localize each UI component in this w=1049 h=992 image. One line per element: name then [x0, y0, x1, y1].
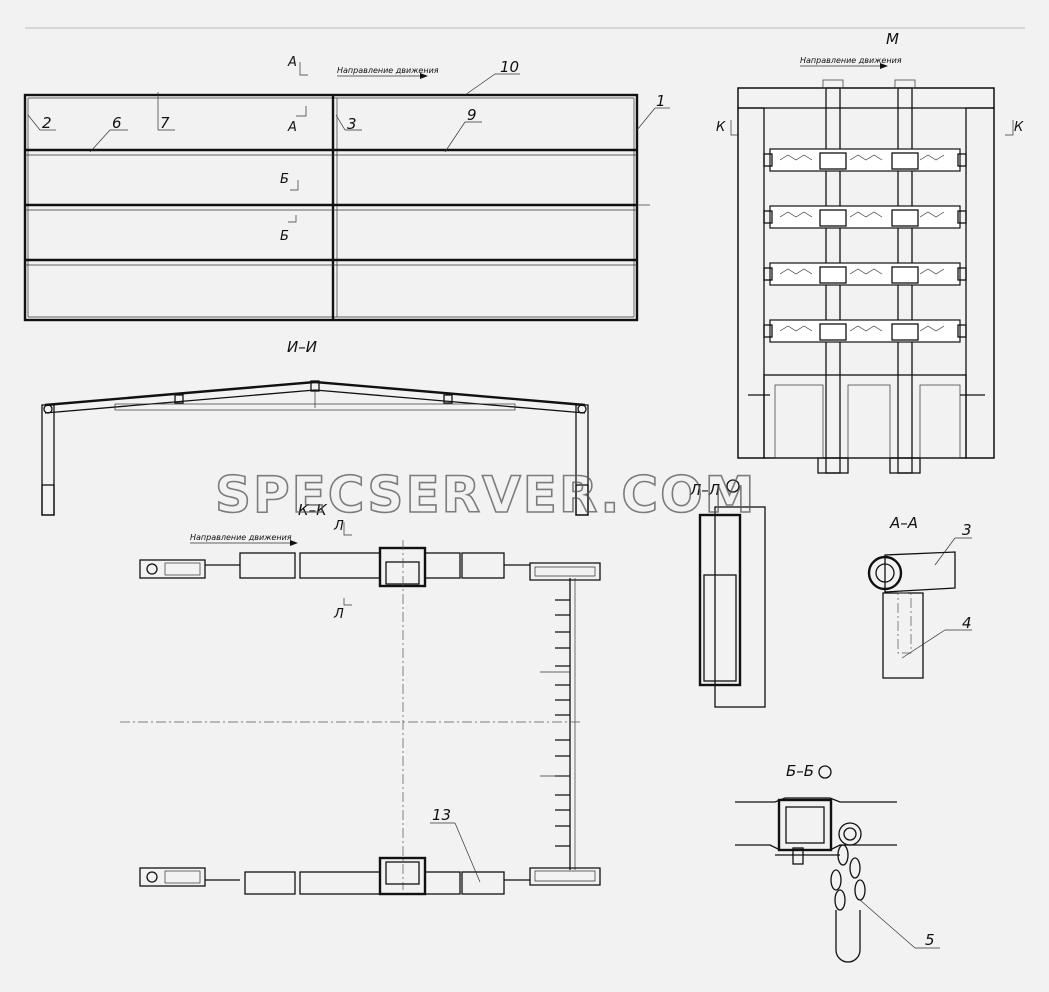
callout-2: 2	[42, 114, 52, 132]
k-top-rail	[139, 546, 601, 588]
section-l-title: Л–Л	[689, 481, 720, 499]
section-k-direction-label: Направление движения	[190, 533, 292, 542]
callout-bb-5: 5	[925, 931, 935, 949]
section-a-marker-top: А	[287, 55, 297, 70]
view-m-boards	[763, 148, 967, 343]
section-k-marker-left: К	[716, 120, 726, 135]
plan-outer-frame	[23, 93, 639, 322]
section-i-title: И–И	[287, 338, 317, 356]
section-a-marker-mid: А	[287, 120, 297, 135]
callout-aa-4: 4	[962, 614, 972, 632]
callout-3: 3	[347, 115, 357, 133]
section-b-marker-bottom: Б	[280, 229, 289, 244]
section-l-marker-top: Л	[333, 519, 344, 534]
section-b-marker-top: Б	[280, 172, 289, 187]
section-l-view: Л–Л	[689, 479, 766, 708]
callout-13: 13	[432, 806, 451, 824]
section-l-marker-bottom: Л	[333, 607, 344, 622]
section-k-view: К–К Направление движения Л Л	[120, 501, 601, 896]
section-k-title: К–К	[298, 501, 328, 519]
view-m: М Направление движения	[716, 30, 1024, 474]
view-m-direction-label: Направление движения	[800, 56, 902, 65]
scale-circle-icon	[726, 479, 740, 493]
k-right-comb	[540, 578, 576, 870]
callout-1: 1	[656, 92, 666, 110]
callout-10: 10	[500, 58, 519, 76]
callout-9: 7	[160, 114, 170, 132]
k-bottom-rail	[139, 856, 601, 896]
section-aa-title: А–А	[889, 514, 918, 532]
top-plan-view: А А Б Б Направление движения 10 1 2 6 7 …	[23, 55, 670, 322]
section-bb-title: Б–Б	[786, 762, 814, 780]
callout-aa-3: 3	[962, 521, 972, 539]
section-aa-view: А–А 3 4	[867, 514, 972, 679]
callout-7: 9	[467, 106, 477, 124]
plan-slats	[25, 148, 650, 266]
section-bb-view: Б–Б 5	[735, 762, 940, 963]
watermark-text: SPECSERVER.COM	[215, 466, 756, 524]
plan-callouts: 10 1 2 6 7 3 9	[27, 58, 670, 153]
callout-6: 6	[112, 114, 122, 132]
scale-circle-icon-2	[818, 765, 832, 779]
plan-direction-label: Направление движения	[337, 66, 439, 75]
section-i-view: И–И	[41, 338, 589, 516]
view-m-title: М	[886, 30, 899, 48]
section-k-marker-right: К	[1014, 120, 1024, 135]
